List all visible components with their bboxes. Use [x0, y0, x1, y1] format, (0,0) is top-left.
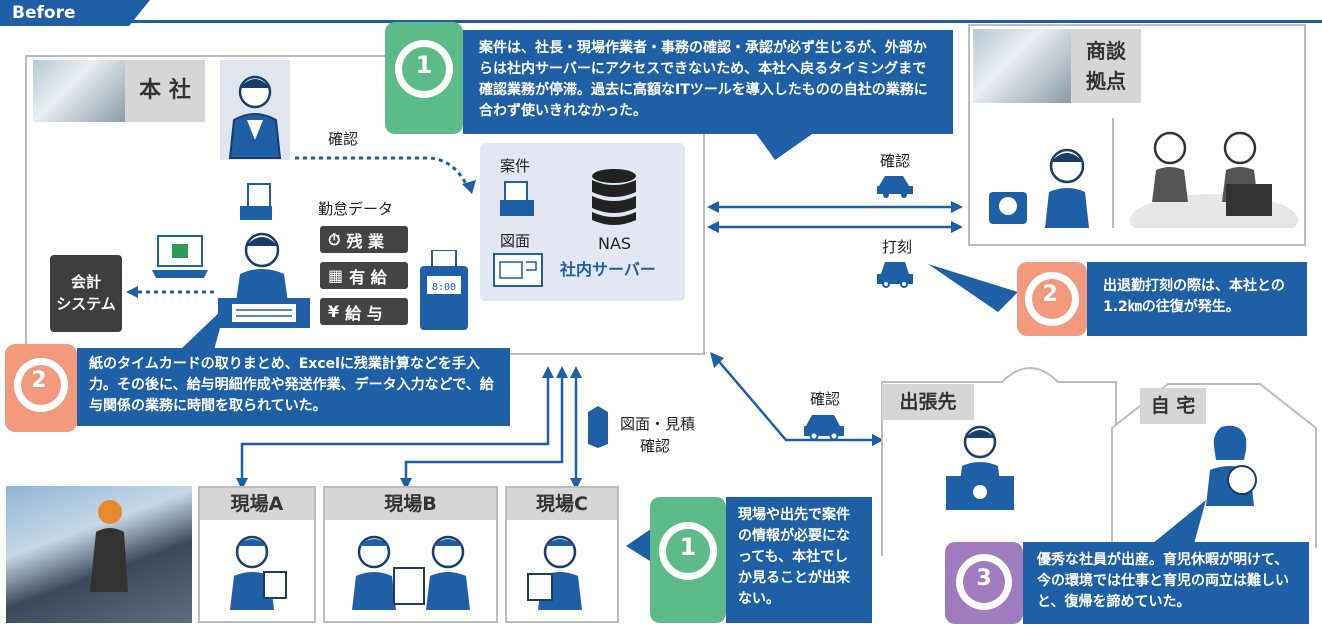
accounting-arrow — [126, 286, 214, 298]
attendance-title: 勤怠データ — [318, 200, 394, 218]
callout-2-left-pointer — [180, 306, 226, 350]
blueprint-icon — [493, 253, 543, 287]
hq-office-arrows — [707, 201, 963, 233]
office-meeting-figures — [1130, 131, 1298, 228]
callout-1-bottom-number: 1 — [679, 533, 697, 561]
home-label: 自 宅 — [1140, 388, 1206, 424]
site-b-label: 現場B — [325, 488, 496, 520]
salary-tag: ¥給 与 — [320, 298, 408, 325]
hq-label: 本 社 — [125, 60, 205, 122]
hq-site-arrows — [236, 366, 582, 490]
office-divider — [1112, 118, 1114, 228]
car-icon-trip — [804, 415, 844, 440]
header-rule — [0, 20, 1322, 23]
clock-icon: ⏱ — [328, 229, 341, 249]
office-staff-figure — [989, 148, 1089, 228]
office-stamp-label: 打刻 — [882, 238, 913, 256]
car-icon-office-confirm — [877, 176, 913, 198]
car-icon-site — [588, 406, 608, 448]
worried-clerk-icon-left — [14, 358, 68, 412]
document-tray-icon — [500, 181, 534, 216]
callout-1-top-pointer — [755, 132, 815, 160]
hq-confirm-arrow — [295, 156, 476, 194]
site-a-label: 現場A — [200, 488, 314, 520]
worried-president-icon — [395, 40, 453, 98]
trip-confirm-label: 確認 — [810, 390, 841, 408]
callout-3: 優秀な社員が出産。育児休暇が明けて、今の環境では仕事と育児の両立は難しいと、復帰… — [1023, 542, 1309, 624]
clerk-figure — [218, 232, 310, 328]
home-house-outline — [1111, 383, 1317, 548]
time-recorder-icon: 8:00 — [420, 250, 468, 330]
worried-president-icon-bottom — [659, 522, 717, 580]
car-icon-office-stamp — [877, 262, 913, 288]
callout-3-pointer — [1152, 500, 1206, 544]
home-mother-figure — [1206, 425, 1257, 506]
site-a-worker — [230, 535, 287, 610]
callout-2-left-number: 2 — [31, 368, 47, 393]
laptop-excel-icon — [152, 235, 208, 278]
callout-2-right-number: 2 — [1042, 282, 1058, 307]
trip-worker — [946, 425, 1014, 510]
callout-1-top-number: 1 — [415, 51, 433, 79]
president-figure — [220, 60, 290, 160]
office-confirm-label: 確認 — [880, 152, 911, 170]
nas-label: NAS — [598, 234, 632, 253]
site-c-label: 現場C — [507, 488, 617, 520]
hq-trip-arrow — [710, 352, 884, 446]
site-b-workers — [352, 535, 470, 610]
accounting-system: 会計 システム — [50, 255, 122, 332]
callout-1-top: 案件は、社長・現場作業者・事務の確認・承認が必ず生じるが、外部からは社内サーバー… — [463, 30, 953, 134]
trip-label: 出張先 — [882, 384, 974, 420]
callout-3-number: 3 — [976, 566, 992, 591]
calendar-icon: ▦ — [328, 266, 344, 285]
before-tab: Before — [0, 0, 150, 26]
worried-clerk-icon-right — [1025, 272, 1079, 326]
office-label: 商談 拠点 — [1071, 29, 1141, 103]
callout-2-left: 紙のタイムカードの取りまとめ、Excelに残業計算などを手入力。その後に、給与明… — [77, 348, 510, 426]
worker-silhouette — [90, 500, 128, 592]
yen-icon: ¥ — [328, 302, 340, 321]
file-stack-icon — [240, 183, 272, 220]
nas-zumen-label: 図面 — [500, 232, 531, 250]
svg-text:8:00: 8:00 — [432, 282, 456, 293]
callout-2-right-pointer — [928, 264, 1018, 312]
site-drawing-label-1: 図面・見積 — [620, 415, 696, 433]
hq-confirm-label: 確認 — [328, 130, 359, 148]
server-label: 社内サーバー — [560, 260, 656, 279]
callout-2-right: 出退勤打刻の際は、本社との1.2㎞の往復が発生。 — [1087, 262, 1307, 336]
office-building-photo — [973, 29, 1071, 103]
database-icon — [592, 169, 636, 225]
paid-leave-tag: ▦有 給 — [320, 262, 408, 289]
site-drawing-label-2: 確認 — [640, 437, 671, 455]
overtime-tag: ⏱残 業 — [320, 226, 408, 253]
nas-anken-label: 案件 — [500, 157, 531, 175]
site-c-worker — [527, 535, 582, 610]
callout-1-bottom: 現場や出先で案件の情報が必要になっても、本社でしか見ることが出来ない。 — [726, 497, 872, 623]
hq-building-photo — [33, 60, 125, 122]
worried-mother-icon — [956, 554, 1012, 610]
